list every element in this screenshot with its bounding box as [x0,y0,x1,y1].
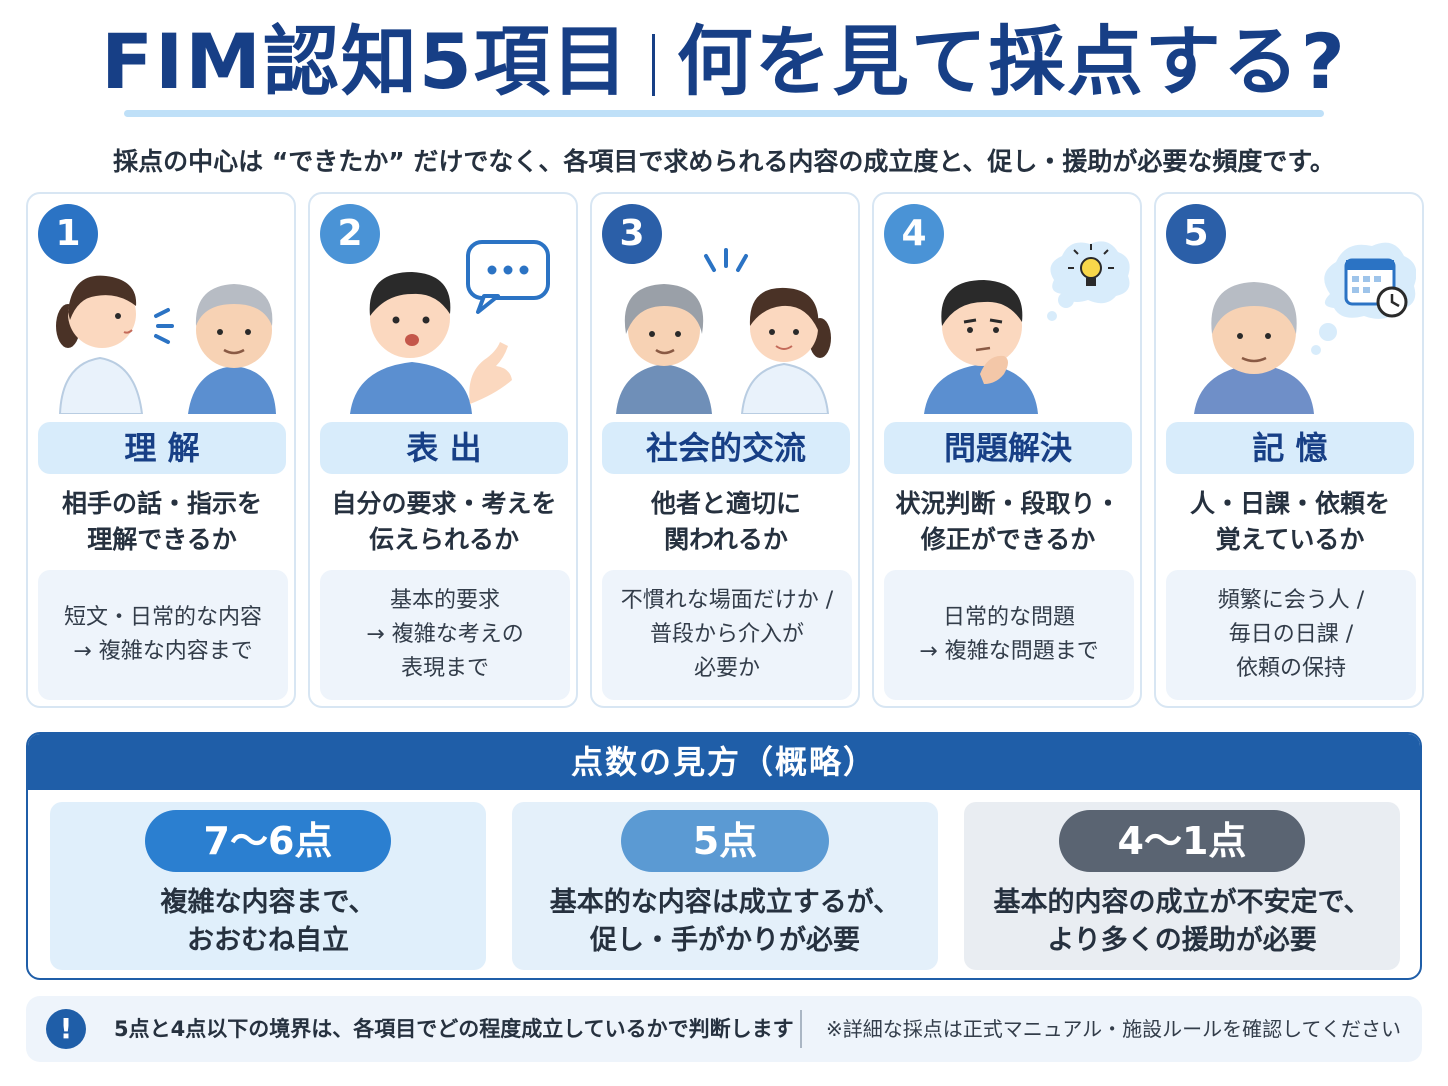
exclamation-icon: ! [46,1009,86,1049]
score-guide-title: 点数の見方（概略） [28,734,1420,790]
score-range-pill: 5点 [621,810,829,872]
score-level-high: 7〜6点 複雑な内容まで、 おおむね自立 [50,802,486,970]
desc-line-1: 人・日課・依頼を [1189,489,1390,518]
item-description: 人・日課・依頼を 覚えているか [1160,486,1420,558]
score-guide: 点数の見方（概略） 7〜6点 複雑な内容まで、 おおむね自立 5点 基本的な内容… [26,732,1422,980]
item-detail: 日常的な問題 → 複雑な問題まで [884,570,1134,700]
title-question: 何を見て採点する? [676,17,1347,106]
item-number-badge: 2 [320,204,380,264]
title-area: FIM認知5項目何を見て採点する? [0,14,1448,110]
item-label: 社会的交流 [602,422,850,474]
page-title: FIM認知5項目何を見て採点する? [101,14,1347,110]
score-range-pill: 7〜6点 [145,810,391,872]
item-detail: 短文・日常的な内容 → 複雑な内容まで [38,570,288,700]
item-description: 相手の話・指示を 理解できるか [32,486,292,558]
item-detail: 不慣れな場面だけか / 普段から介入が 必要か [602,570,852,700]
desc-line-2: 伝えられるか [368,525,519,554]
boundary-note: 5点と4点以下の境界は、各項目でどの程度成立しているかで判断します [114,1017,794,1041]
speaking-illustration [350,240,550,414]
item-description: 状況判断・段取り・ 修正ができるか [878,486,1138,558]
score-level-low: 4〜1点 基本的内容の成立が不安定で、 より多くの援助が必要 [964,802,1400,970]
score-range-pill: 4〜1点 [1059,810,1305,872]
item-detail: 基本的要求 → 複雑な考えの 表現まで [320,570,570,700]
desc-line-1: 相手の話・指示を [61,489,262,518]
desc-line-2: 覚えているか [1215,525,1365,554]
item-label: 理 解 [38,422,286,474]
desc-line-1: 状況判断・段取り・ [895,489,1121,518]
title-separator [651,34,655,96]
item-label: 表 出 [320,422,568,474]
desc-line-1: 自分の要求・考えを [331,489,557,518]
card-comprehension: 1 理 解 相手の話・指示を 理解できるか 短文・日常的な内容 → 複雑な内容ま… [26,192,296,708]
desc-line-2: 理解できるか [87,525,237,554]
item-label: 問題解決 [884,422,1132,474]
item-description: 自分の要求・考えを 伝えられるか [314,486,574,558]
title-main: FIM認知5項目 [101,17,630,106]
memory-illustration [1194,242,1416,414]
card-problem-solving: 4 問題解決 状況判断・段取り・ 修正ができるか 日常的な問題 → 複雑な問題ま… [872,192,1142,708]
desc-line-2: 修正ができるか [920,525,1096,554]
disclaimer: ※詳細な採点は正式マニュアル・施設ルールを確認してください [826,1017,1401,1041]
score-description: 複雑な内容まで、 おおむね自立 [160,887,376,956]
score-description: 基本的な内容は成立するが、 促し・手がかりが必要 [549,887,901,956]
item-number-badge: 1 [38,204,98,264]
conversation-illustration [56,275,276,414]
score-level-mid: 5点 基本的な内容は成立するが、 促し・手がかりが必要 [512,802,938,970]
item-number-badge: 5 [1166,204,1226,264]
title-underline [124,110,1324,117]
thinking-illustration [924,241,1130,414]
footer-note: ! 5点と4点以下の境界は、各項目でどの程度成立しているかで判断します ※詳細な… [26,996,1422,1062]
item-number-badge: 3 [602,204,662,264]
item-label: 記 憶 [1166,422,1414,474]
subtitle: 採点の中心は “できたか” だけでなく、各項目で求められる内容の成立度と、促し・… [113,147,1335,176]
card-memory: 5 記 憶 人・日課・依頼を 覚えているか 頻繁に会う人 / 毎日の日課 / 依… [1154,192,1424,708]
item-number-badge: 4 [884,204,944,264]
item-cards: 1 理 解 相手の話・指示を 理解できるか 短文・日常的な内容 → 複雑な内容ま… [26,192,1424,710]
desc-line-1: 他者と適切に [650,489,801,518]
desc-line-2: 関われるか [664,525,788,554]
item-description: 他者と適切に 関われるか [596,486,856,558]
card-social-interaction: 3 社会的交流 他者と適切に 関われるか 不慣れな場面だけか / 普段から介入が… [590,192,860,708]
interaction-illustration [616,248,831,414]
card-expression: 2 表 出 自分の要求・考えを 伝えられるか 基本的要求 → 複雑な考えの 表現… [308,192,578,708]
footer-divider [800,1010,802,1048]
item-detail: 頻繁に会う人 / 毎日の日課 / 依頼の保持 [1166,570,1416,700]
score-description: 基本的内容の成立が不安定で、 より多くの援助が必要 [993,887,1371,956]
